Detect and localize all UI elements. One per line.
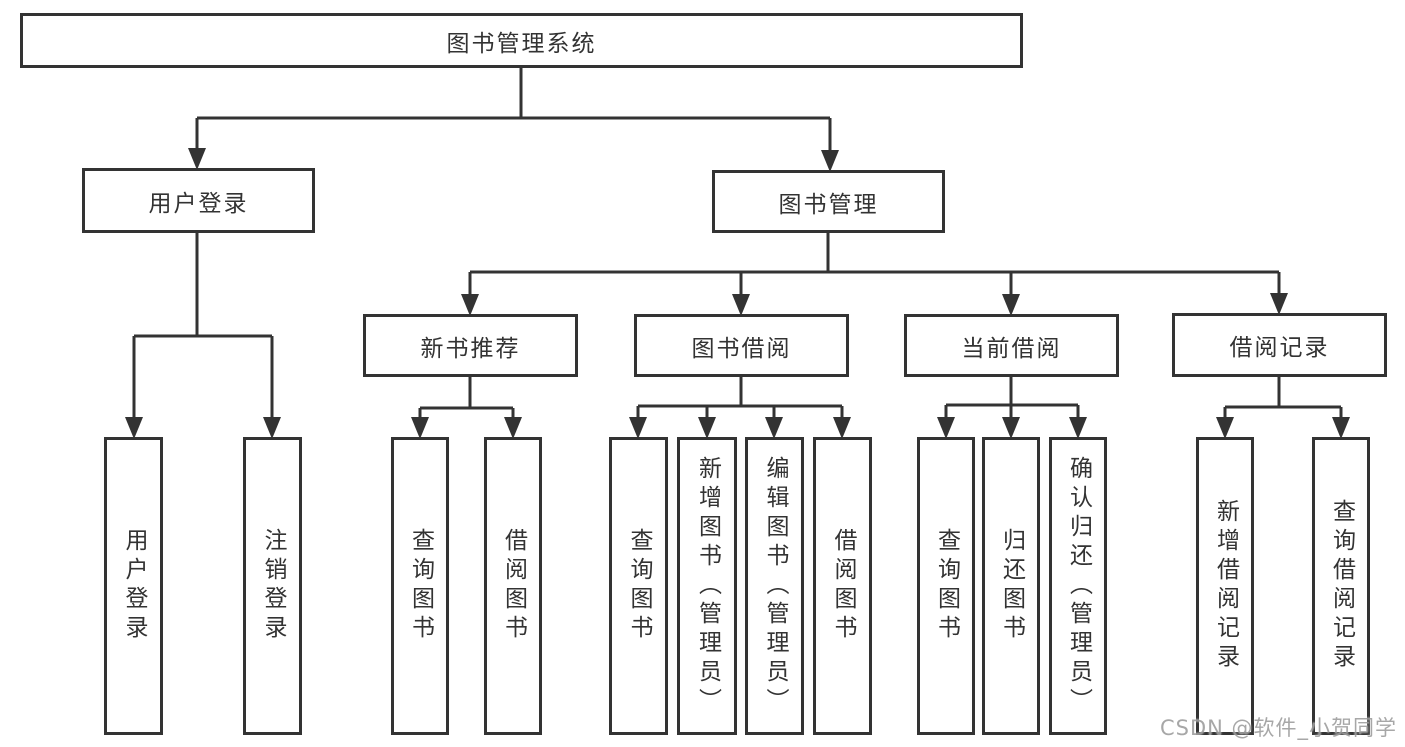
node-current-borrowing: 当前借阅 xyxy=(904,314,1119,377)
node-user-login: 用户登录 xyxy=(82,168,315,233)
leaf-query-borrow-record: 查询借阅记录 xyxy=(1312,437,1370,735)
node-library-management-system: 图书管理系统 xyxy=(20,13,1023,68)
leaf-borrow-books: 借阅图书 xyxy=(813,437,872,735)
leaf-borrow-books-recommend: 借阅图书 xyxy=(484,437,542,735)
leaf-user-login: 用户登录 xyxy=(104,437,163,735)
node-borrowing-records: 借阅记录 xyxy=(1172,313,1387,377)
leaf-label: 编辑图书（管理员） xyxy=(762,455,788,717)
csdn-watermark: CSDN @软件_小贺同学 xyxy=(1160,716,1398,740)
leaf-add-borrow-record: 新增借阅记录 xyxy=(1196,437,1254,735)
leaf-label: 用户登录 xyxy=(121,528,147,644)
leaf-label: 查询借阅记录 xyxy=(1328,499,1355,673)
leaf-label: 借阅图书 xyxy=(830,528,856,644)
node-book-borrowing: 图书借阅 xyxy=(634,314,849,377)
leaf-label: 确认归还（管理员） xyxy=(1065,455,1092,717)
leaf-query-books-current: 查询图书 xyxy=(917,437,975,735)
leaf-label: 新增图书（管理员） xyxy=(694,455,721,717)
leaf-label: 注销登录 xyxy=(260,528,286,644)
leaf-label: 新增借阅记录 xyxy=(1212,499,1239,673)
leaf-confirm-return-admin: 确认归还（管理员） xyxy=(1049,437,1107,735)
leaf-label: 归还图书 xyxy=(998,528,1025,644)
leaf-return-books: 归还图书 xyxy=(982,437,1040,735)
leaf-query-books-recommend: 查询图书 xyxy=(391,437,449,735)
leaf-edit-books-admin: 编辑图书（管理员） xyxy=(745,437,804,735)
leaf-logout: 注销登录 xyxy=(243,437,302,735)
leaf-label: 查询图书 xyxy=(626,528,652,644)
node-new-book-recommend: 新书推荐 xyxy=(363,314,578,377)
leaf-label: 借阅图书 xyxy=(500,528,527,644)
leaf-label: 查询图书 xyxy=(407,528,434,644)
leaf-query-books-borrowing: 查询图书 xyxy=(609,437,668,735)
leaf-add-books-admin: 新增图书（管理员） xyxy=(677,437,737,735)
leaf-label: 查询图书 xyxy=(933,528,960,644)
node-book-management: 图书管理 xyxy=(712,170,945,233)
